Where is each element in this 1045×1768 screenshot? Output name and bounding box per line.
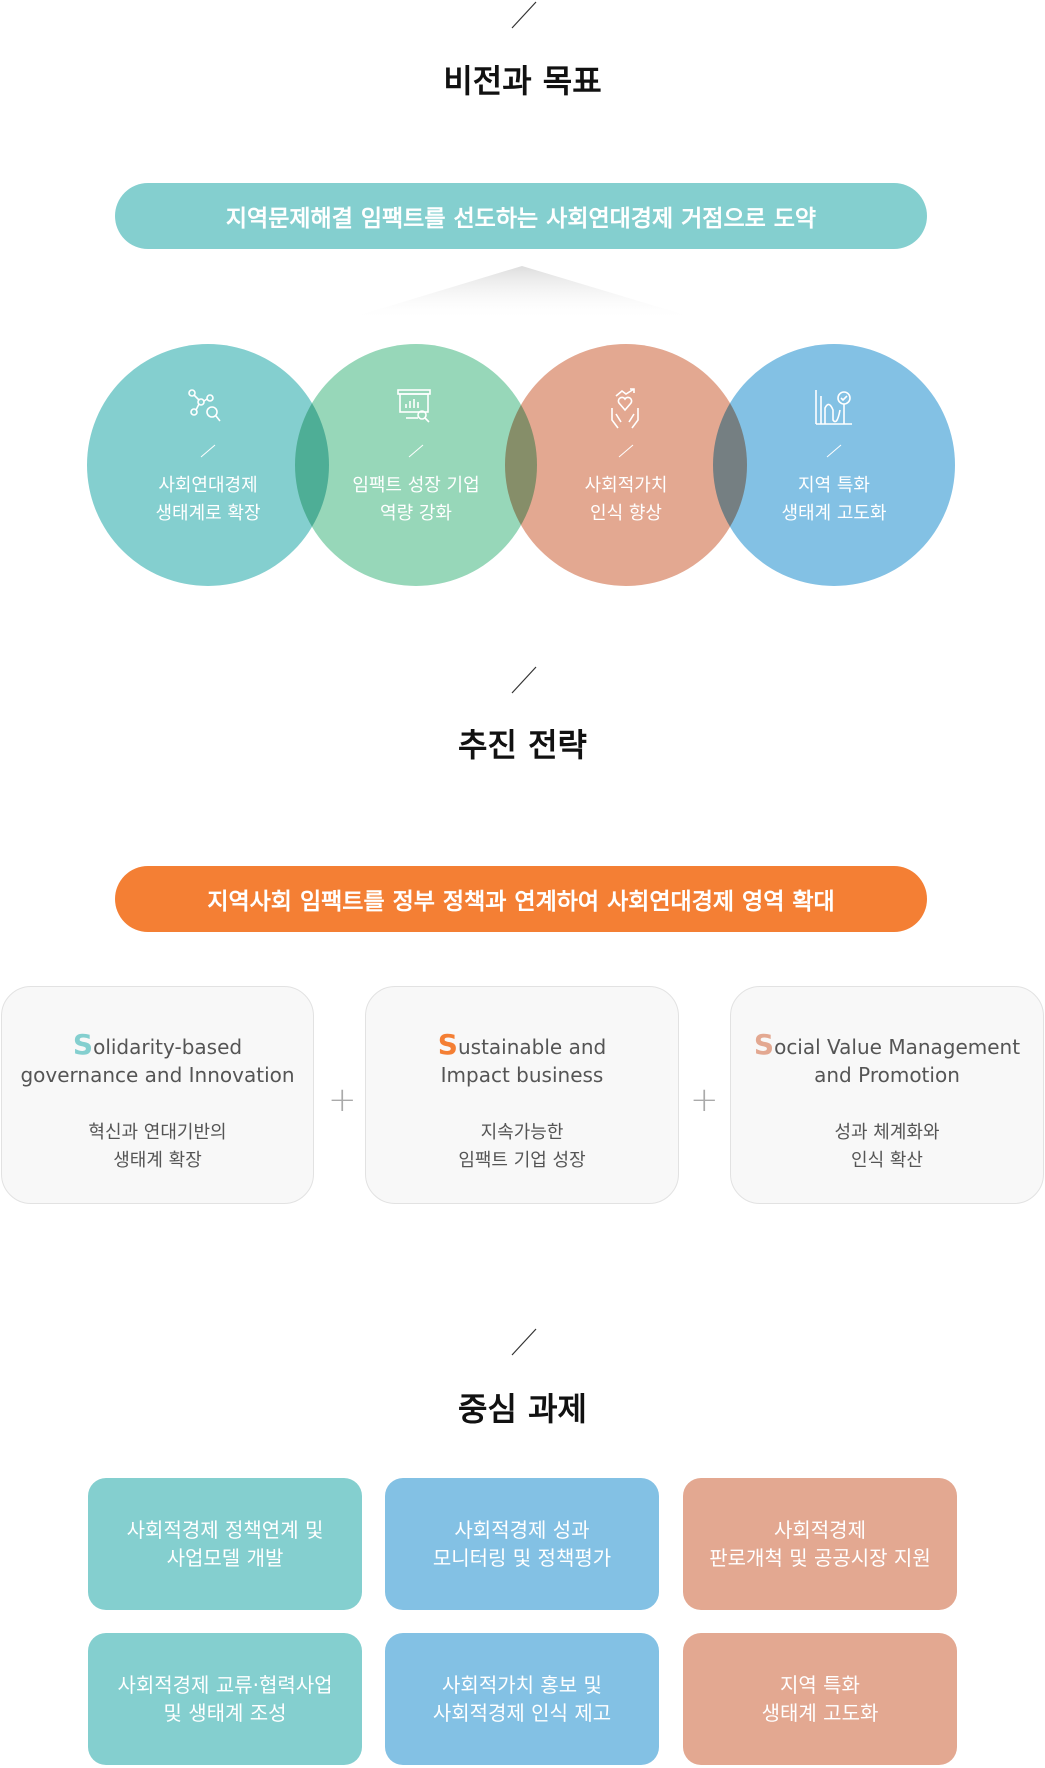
goal-label: 사회연대경제 (158, 475, 258, 496)
presentation-chart-icon (397, 389, 431, 423)
plus-icon: + (690, 1080, 719, 1120)
plus-icon: + (328, 1080, 357, 1120)
goal-item: 사회적가치 인식 향상 (505, 344, 747, 586)
divider-slash (511, 666, 537, 694)
strategy-title: 추진 전략 (458, 726, 587, 764)
task-label: 판로개척 및 공공시장 지원 (709, 1546, 931, 1570)
card-ko-text: 인식 확산 (851, 1150, 923, 1171)
initial-letter: S (72, 1028, 94, 1061)
card-ko-text: 생태계 확장 (113, 1150, 202, 1171)
goal-circle (295, 344, 537, 586)
heart-hands-icon (611, 388, 639, 429)
card-en-title: governance and Innovation (20, 1063, 295, 1087)
initial-letter: S (753, 1028, 775, 1061)
card-en-title: Impact business (440, 1063, 604, 1087)
banner-shadow (340, 266, 705, 321)
divider-slash (511, 1328, 537, 1356)
network-search-icon (188, 389, 221, 422)
goal-label: 사회적가치 (584, 475, 668, 496)
goal-circle (713, 344, 955, 586)
task-label: 및 생태계 조성 (163, 1701, 287, 1725)
strategy-card: Solidarity-based governance and Innovatio… (1, 986, 314, 1204)
slash-icon (408, 444, 424, 458)
goal-label: 생태계 고도화 (781, 503, 887, 524)
card-en-title: ustainable and (457, 1035, 607, 1059)
task-label: 사회적경제 인식 제고 (432, 1701, 612, 1725)
card-ko-text: 임팩트 기업 성장 (458, 1150, 586, 1171)
goal-circle (505, 344, 747, 586)
initial-letter: S (437, 1028, 458, 1061)
task-label: 지역 특화 (780, 1673, 860, 1697)
goal-item: 사회연대경제 생태계로 확장 (87, 344, 329, 586)
goal-circle (87, 344, 329, 586)
growth-check-icon (815, 390, 852, 425)
goal-item: 지역 특화 생태계 고도화 (713, 344, 955, 586)
strategy-banner: 지역사회 임팩트를 정부 정책과 연계하여 사회연대경제 영역 확대 (115, 866, 927, 932)
task-label: 사회적경제 성과 (454, 1518, 590, 1542)
slash-icon (826, 444, 842, 458)
divider-slash (511, 1, 537, 29)
task-label: 사회적가치 홍보 및 (442, 1673, 602, 1697)
task-label: 사회적경제 교류·협력사업 (117, 1673, 333, 1697)
task-label: 모니터링 및 정책평가 (432, 1546, 612, 1570)
slash-icon (200, 444, 216, 458)
task-label: 사회적경제 (773, 1518, 866, 1542)
task-label: 사회적경제 정책연계 및 (126, 1518, 324, 1542)
goal-item: 임팩트 성장 기업 역량 강화 (295, 344, 537, 586)
goal-label: 역량 강화 (380, 503, 452, 524)
vision-banner: 지역문제해결 임팩트를 선도하는 사회연대경제 거점으로 도약 (115, 183, 927, 249)
task-label: 생태계 고도화 (761, 1701, 879, 1725)
card-en-title: olidarity-based (93, 1035, 243, 1059)
card-en-title: and Promotion (814, 1063, 960, 1087)
goal-label: 인식 향상 (590, 503, 662, 524)
slash-icon (618, 444, 634, 458)
strategy-card: Social Value Management and Promotion 성과 … (730, 986, 1044, 1204)
tasks-title: 중심 과제 (458, 1390, 587, 1428)
vision-title: 비전과 목표 (443, 62, 602, 100)
card-ko-text: 혁신과 연대기반의 (88, 1122, 227, 1143)
goal-label: 지역 특화 (798, 475, 870, 496)
goal-label: 생태계로 확장 (155, 503, 261, 524)
card-ko-text: 지속가능한 (480, 1122, 564, 1143)
task-label: 사업모델 개발 (166, 1546, 284, 1570)
card-en-title: ocial Value Management (774, 1035, 1021, 1059)
goal-label: 임팩트 성장 기업 (352, 475, 480, 496)
card-ko-text: 성과 체계화와 (834, 1122, 940, 1143)
